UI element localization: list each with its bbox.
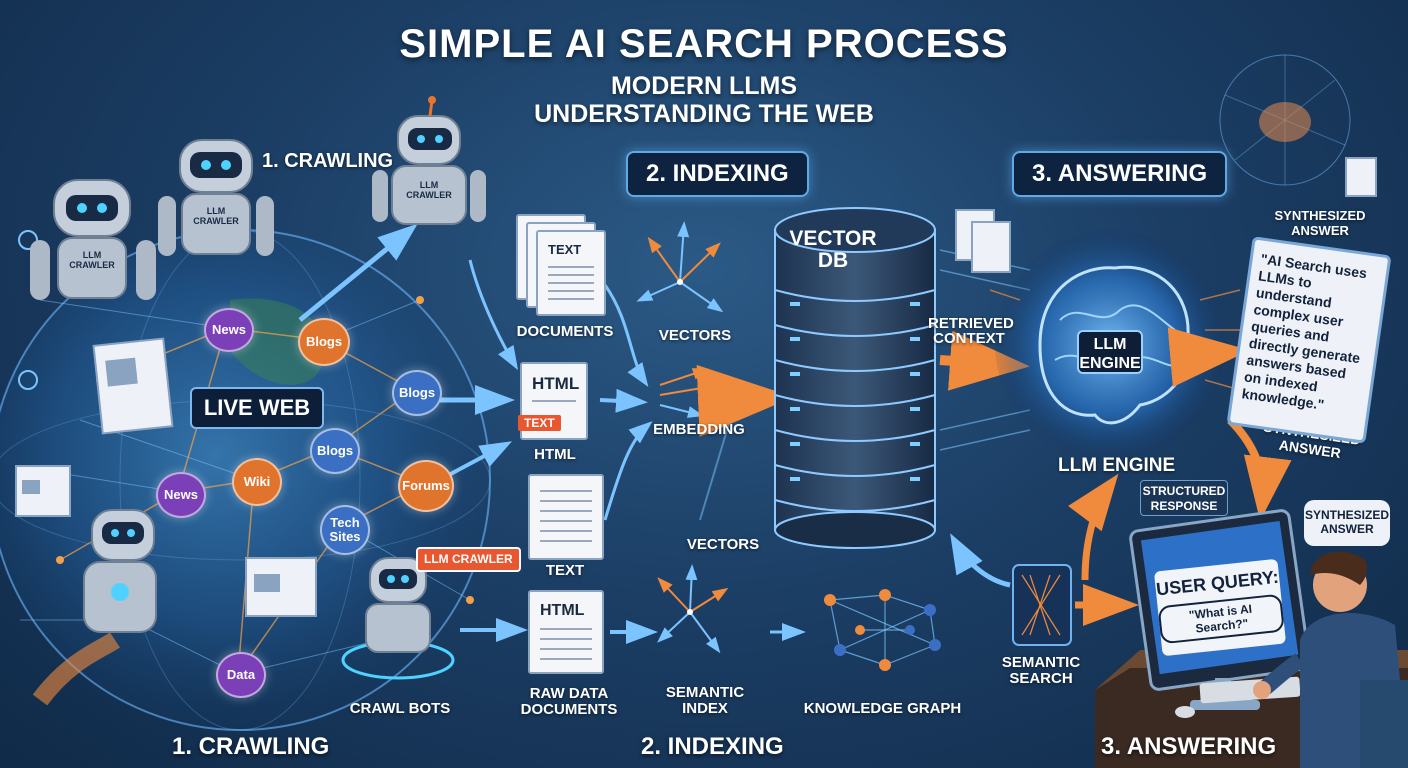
step-crawling-top: 1. CRAWLING [262,150,394,172]
step-indexing-bottom: 2. INDEXING [641,733,784,760]
synthesized-answer-bubble: SYNTHESIZED ANSWER [1304,500,1390,546]
vector-db-cylinder [774,207,936,549]
crawl-arrow-up [298,223,418,322]
node-tech-sites: Tech Sites [320,505,370,555]
node-news-2: News [156,472,206,518]
semantic-search-label: SEMANTIC SEARCH [1001,654,1081,687]
documents-label: DOCUMENTS [516,323,614,340]
node-wiki: Wiki [232,458,282,506]
answer-quote-card: "AI Search uses LLMs to understand compl… [1226,236,1392,444]
doc-front: TEXT [536,230,606,316]
user-query-text: "What is AI Search?" [1157,593,1285,645]
robot-5 [341,557,455,680]
structured-response-label: STRUCTURED RESPONSE [1140,480,1228,516]
subtitle-line-2: UNDERSTANDING THE WEB [534,100,874,128]
crawl-bots-label: CRAWL BOTS [349,700,451,717]
html-doc-tag: HTML [532,374,580,393]
step-answering-bottom: 3. ANSWERING [1101,733,1277,760]
doc-text-tag: TEXT [548,242,582,257]
step-crawling-bottom: 1. CRAWLING [172,733,330,760]
live-web-label: LIVE WEB [190,387,324,429]
step-indexing-top: 2. INDEXING [626,151,809,197]
page-title: SIMPLE AI SEARCH PROCESS [399,22,1009,66]
robot-badge-1: LLM CRAWLER [69,250,115,270]
step-answering-top: 3. ANSWERING [1012,151,1228,197]
robot-badge-2: LLM CRAWLER [193,206,239,226]
raw-html-tag: HTML [540,602,585,619]
llm-engine-label: LLM ENGINE [1058,455,1176,476]
node-news-1: News [204,308,254,352]
llm-crawler-tag: LLM CRAWLER [416,547,521,572]
user-query-card: USER QUERY: "What is AI Search?" [1153,558,1287,657]
text-doc [528,474,604,560]
knowledge-graph-label: KNOWLEDGE GRAPH [803,700,962,717]
robot-1 [30,179,156,300]
embedding-label: EMBEDDING [653,421,745,438]
robot-3 [372,96,486,225]
raw-data-label: RAW DATA DOCUMENTS [520,685,618,718]
synthesized-answer-top: SYNTHESIZED ANSWER [1274,208,1366,238]
webpage-icon-3 [245,557,317,617]
vectors-bottom-label: VECTORS [686,536,760,553]
semantic-search-icon [1012,564,1072,646]
html-text-tag: TEXT [518,415,561,431]
node-forums: Forums [398,460,454,512]
robot-4 [32,509,157,706]
llm-engine-box: LLM ENGINE [1077,330,1143,374]
semantic-index-label: SEMANTIC INDEX [665,684,745,717]
robot-2 [158,139,274,256]
subtitle-line-1: MODERN LLMS [610,72,798,100]
robot-badge-3: LLM CRAWLER [406,180,452,200]
retrieved-context-label: RETRIEVED CONTEXT [928,315,1014,347]
html-label: HTML [534,446,576,463]
node-blogs-1: Blogs [298,318,350,366]
node-data: Data [216,652,266,698]
vector-db-label: VECTOR DB [789,227,877,272]
webpage-icon-1 [92,337,174,435]
text-label: TEXT [545,562,585,579]
node-blogs-2: Blogs [392,370,442,416]
raw-data-doc: HTML [528,590,604,674]
webpage-icon-2 [15,465,71,517]
vectors-top-label: VECTORS [658,327,732,344]
node-blogs-3: Blogs [310,428,360,474]
